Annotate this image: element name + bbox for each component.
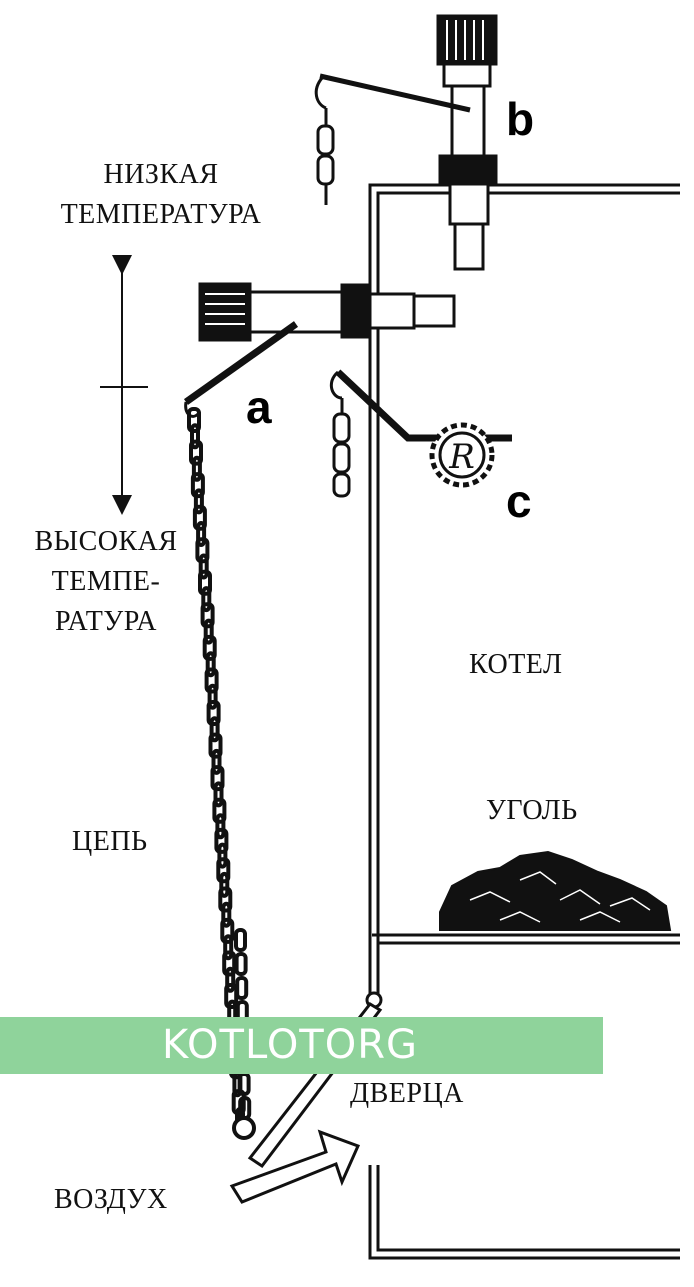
chain-link	[234, 928, 247, 952]
temperature-range-arrow	[100, 255, 148, 515]
door-label: ДВЕРЦА	[350, 1078, 464, 1109]
coal-label: УГОЛЬ	[486, 795, 578, 826]
chain-b	[316, 108, 335, 205]
svg-text:R: R	[448, 437, 475, 477]
chain-link	[221, 901, 232, 928]
regulator-a	[183, 282, 456, 418]
callout-b: b	[506, 93, 535, 145]
chain-link	[189, 439, 203, 466]
chain-link	[225, 966, 236, 993]
chain-link	[213, 781, 224, 808]
chain-link	[223, 934, 234, 961]
high-temperature-line-3: РАТУРА	[55, 606, 157, 637]
chain-link	[193, 488, 204, 515]
callout-a: a	[246, 381, 272, 433]
chain-link	[234, 952, 248, 976]
boiler-wall	[368, 183, 680, 1260]
chain-label: ЦЕПЬ	[72, 826, 148, 857]
callout-c: c	[506, 475, 532, 527]
low-temperature-line-2: ТЕМПЕРАТУРА	[60, 199, 262, 230]
chain-link	[237, 1072, 251, 1096]
air-label: ВОЗДУХ	[54, 1184, 168, 1215]
chain-link	[217, 842, 228, 869]
chain-link	[203, 618, 214, 645]
high-temperature-line-2: ТЕМПЕ-	[51, 566, 161, 597]
chain-link	[220, 917, 235, 944]
coal-pile	[439, 850, 672, 931]
high-temperature-line-1: ВЫСОКАЯ	[34, 526, 178, 557]
chain-link	[191, 455, 202, 482]
chain-link	[207, 683, 218, 710]
chain-link	[219, 871, 230, 898]
regulator-b	[314, 14, 498, 271]
regulator-c: R	[329, 369, 512, 488]
chain-link	[215, 813, 226, 840]
chain-c	[332, 398, 351, 498]
boiler-label: КОТЕЛ	[469, 649, 563, 680]
chain-link	[198, 553, 209, 580]
watermark-text: KOTLOTORG	[162, 1022, 419, 1068]
high-temperature-label: ВЫСОКАЯ ТЕМПЕ- РАТУРА	[8, 522, 204, 642]
chain-link	[209, 716, 220, 743]
air-arrow	[229, 1129, 361, 1204]
low-temperature-line-1: НИЗКАЯ	[103, 159, 219, 190]
chain-link	[196, 521, 207, 547]
chain-link	[190, 423, 200, 450]
chain-link	[201, 586, 212, 613]
chain-link	[211, 748, 222, 775]
chain-link	[205, 651, 216, 678]
watermark-banner: KOTLOTORG	[0, 1017, 603, 1074]
low-temperature-label: НИЗКАЯ ТЕМПЕРАТУРА	[26, 155, 296, 235]
chain-link	[235, 976, 249, 1000]
